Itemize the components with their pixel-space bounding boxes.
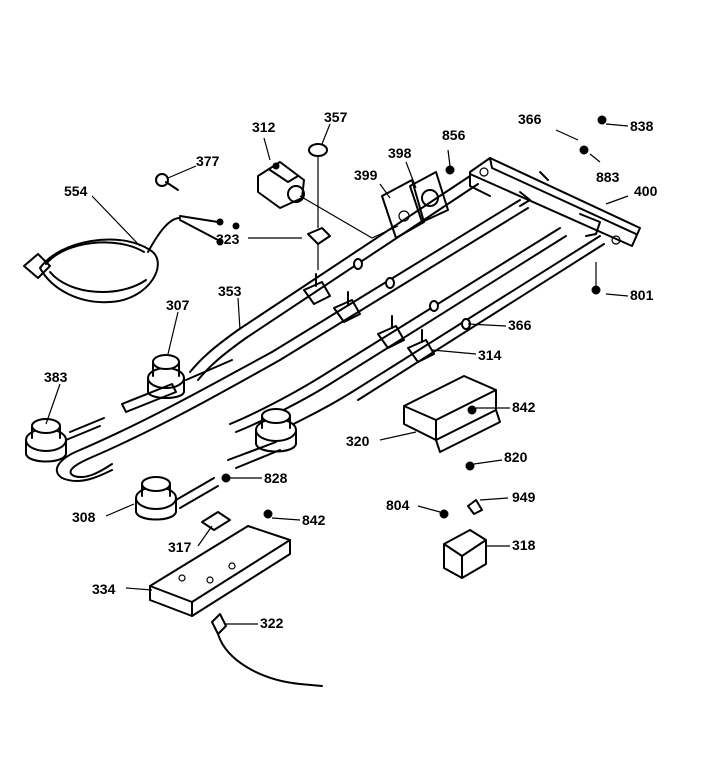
igniter-322 [211, 613, 323, 687]
callout-804: 804 [386, 497, 410, 513]
fitting-323 [307, 227, 331, 270]
gasket-398 [409, 171, 449, 223]
callout-322: 322 [260, 615, 284, 631]
callout-308: 308 [72, 509, 96, 525]
callout-323: 323 [216, 231, 240, 247]
screw-842a [467, 405, 477, 415]
burner-308 [135, 476, 219, 521]
callout-318: 318 [512, 537, 536, 553]
o-ring-3 [429, 300, 439, 312]
clip-377 [155, 173, 179, 191]
screws [221, 115, 607, 519]
callout-554: 554 [64, 183, 88, 199]
burner-383 [25, 417, 105, 463]
fitting-357 [308, 143, 328, 228]
screw-838 [597, 115, 607, 125]
wire-harness [23, 215, 240, 304]
valve-1 [303, 273, 331, 305]
callout-856: 856 [442, 127, 466, 143]
callout-353: 353 [218, 283, 242, 299]
valve-2 [333, 291, 361, 323]
cover-320 [403, 375, 501, 453]
callout-842-left: 842 [302, 512, 326, 528]
screw-820 [465, 461, 475, 471]
callout-334: 334 [92, 581, 116, 597]
module-318 [443, 499, 487, 579]
screw-883 [579, 145, 589, 155]
callout-820: 820 [504, 449, 528, 465]
callout-400: 400 [634, 183, 658, 199]
burner-307 [121, 354, 233, 413]
screw-801 [591, 262, 601, 295]
callout-399: 399 [354, 167, 378, 183]
valves [303, 258, 471, 363]
callout-labels: 312 357 377 554 323 366 838 856 398 399 … [44, 109, 658, 631]
callout-307: 307 [166, 297, 190, 313]
valve-4 [407, 329, 435, 363]
callout-377: 377 [196, 153, 220, 169]
manifold-bar [469, 157, 641, 247]
screw-828 [221, 473, 231, 483]
o-ring-1 [353, 258, 363, 270]
screw-856 [445, 165, 455, 175]
callout-383: 383 [44, 369, 68, 385]
pressure-regulator [257, 161, 305, 209]
callout-883: 883 [596, 169, 620, 185]
callout-314: 314 [478, 347, 502, 363]
callout-842-right: 842 [512, 399, 536, 415]
callout-317: 317 [168, 539, 192, 555]
o-ring-2 [385, 277, 395, 289]
callout-949: 949 [512, 489, 536, 505]
screw-804 [439, 509, 449, 519]
valve-3 [377, 315, 405, 349]
bracket-334 [149, 525, 291, 617]
callout-828: 828 [264, 470, 288, 486]
callout-801: 801 [630, 287, 654, 303]
callout-398: 398 [388, 145, 412, 161]
callout-838: 838 [630, 118, 654, 134]
burner-upper-right [227, 408, 297, 469]
leader-lines [45, 123, 629, 625]
callout-366-mid: 366 [508, 317, 532, 333]
callout-320: 320 [346, 433, 370, 449]
callout-357: 357 [324, 109, 348, 125]
bracket-317 [201, 511, 231, 531]
callout-312: 312 [252, 119, 276, 135]
callout-366-top: 366 [518, 111, 542, 127]
screw-842b [263, 509, 273, 519]
